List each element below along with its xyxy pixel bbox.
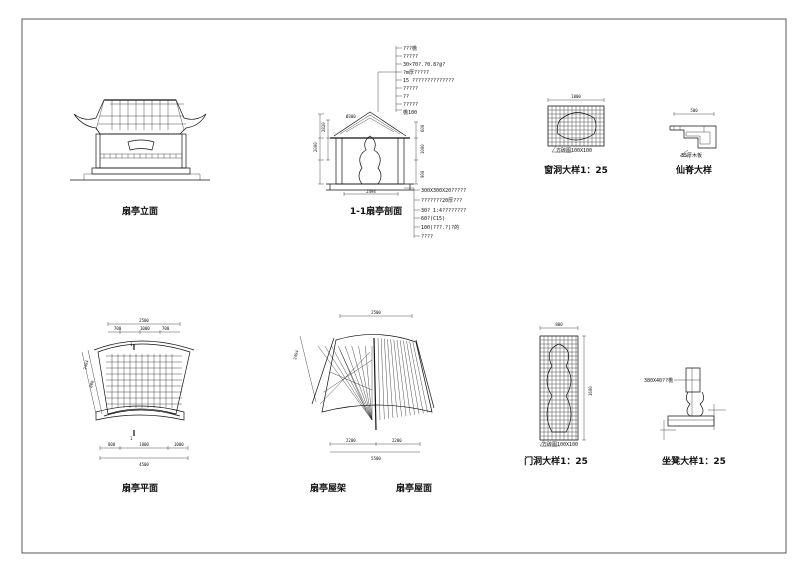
svg-text:2500: 2500	[371, 310, 381, 315]
svg-text:600: 600	[420, 124, 425, 132]
svg-text:900: 900	[420, 170, 425, 178]
svg-text:1000: 1000	[420, 144, 425, 154]
svg-text:2000: 2000	[313, 142, 318, 152]
window-detail: 1000 方砖图100X100 窗洞大样1：25	[544, 94, 608, 176]
svg-text:方砖图100X100: 方砖图100X100	[542, 441, 578, 448]
svg-text:700: 700	[114, 326, 122, 331]
svg-text:5500: 5500	[371, 456, 381, 461]
plan-caption: 扇亭平面	[122, 482, 158, 494]
svg-text:500: 500	[690, 108, 698, 113]
svg-text:1000: 1000	[571, 94, 581, 99]
bench-detail: 380X40??檐 坐凳大样1：25	[644, 367, 726, 467]
svg-text:1600: 1600	[588, 386, 593, 396]
pavilion-plan: 2500 700 1000 700 800 1800 1000 4500 249…	[81, 318, 195, 494]
elevation-caption: 扇亭立面	[122, 205, 158, 217]
svg-text:800: 800	[555, 322, 563, 327]
svg-text:2500: 2500	[139, 318, 149, 323]
svg-text:?m厚?????: ?m厚?????	[403, 70, 429, 76]
door-detail: 800 1600 方砖图100X100 门洞大样1：25	[524, 322, 593, 467]
svg-text:2200: 2200	[392, 438, 402, 443]
svg-text:1000: 1000	[174, 442, 184, 447]
svg-text:30? 1:4????????: 30? 1:4????????	[421, 208, 466, 214]
pavilion-elevation: 扇亭立面	[70, 99, 210, 217]
svg-text:700: 700	[162, 326, 170, 331]
svg-text:檐100: 檐100	[403, 109, 417, 116]
svg-text:2200: 2200	[346, 438, 356, 443]
svg-text:Ø300: Ø300	[346, 114, 356, 119]
svg-text:?????: ?????	[403, 54, 418, 60]
svg-text:60?(C15): 60?(C15)	[421, 216, 445, 222]
svg-text:30×70?.?0.8?@?: 30×70?.?0.8?@?	[403, 62, 445, 68]
svg-text:35厚木板: 35厚木板	[681, 152, 702, 159]
svg-text:1000: 1000	[140, 326, 150, 331]
bench-detail-caption: 坐凳大样1：25	[662, 455, 726, 467]
svg-text:4500: 4500	[139, 462, 149, 467]
eave-detail: 500 35厚木板 仙脊大样	[669, 108, 717, 176]
roof-frame-caption: 扇亭屋架	[310, 482, 346, 494]
svg-text:1: 1	[130, 436, 133, 441]
svg-text:380X40??檐: 380X40??檐	[644, 377, 673, 384]
svg-text:1800: 1800	[139, 442, 149, 447]
pavilion-section: 2494 2000 2820 600 1000 900 Ø300 ???檐 ??…	[313, 45, 466, 240]
window-detail-caption: 窗洞大样1：25	[544, 164, 608, 176]
svg-text:2820: 2820	[321, 122, 326, 132]
svg-text:???檐: ???檐	[403, 45, 417, 52]
svg-text:2494: 2494	[82, 359, 89, 370]
svg-text:300X300X20?????: 300X300X20?????	[421, 188, 466, 194]
svg-text:100(???.?)?的: 100(???.?)?的	[421, 224, 459, 231]
svg-text:方砖图100X100: 方砖图100X100	[556, 147, 592, 154]
svg-text:??: ??	[403, 94, 409, 100]
svg-text:?????: ?????	[403, 86, 418, 92]
sheet-border	[21, 18, 787, 554]
door-detail-caption: 门洞大样1：25	[524, 455, 588, 467]
svg-text:2494: 2494	[292, 349, 299, 360]
roof-frame-and-plan: 2500 2200 2200 5500 2494 扇亭屋架 扇亭屋面	[292, 310, 435, 494]
svg-text:2494: 2494	[366, 189, 376, 194]
section-caption: 1-1扇亭剖面	[350, 205, 402, 217]
svg-text:15 ??????????????: 15 ??????????????	[403, 78, 454, 84]
svg-text:????: ????	[421, 234, 433, 240]
svg-text:?????: ?????	[403, 102, 418, 108]
eave-detail-caption: 仙脊大样	[676, 164, 712, 176]
svg-text:1: 1	[130, 342, 133, 347]
svg-text:800: 800	[88, 379, 95, 388]
svg-text:???????20厚???: ???????20厚???	[421, 198, 462, 204]
roof-plan-caption: 扇亭屋面	[396, 482, 432, 494]
svg-text:800: 800	[108, 442, 116, 447]
